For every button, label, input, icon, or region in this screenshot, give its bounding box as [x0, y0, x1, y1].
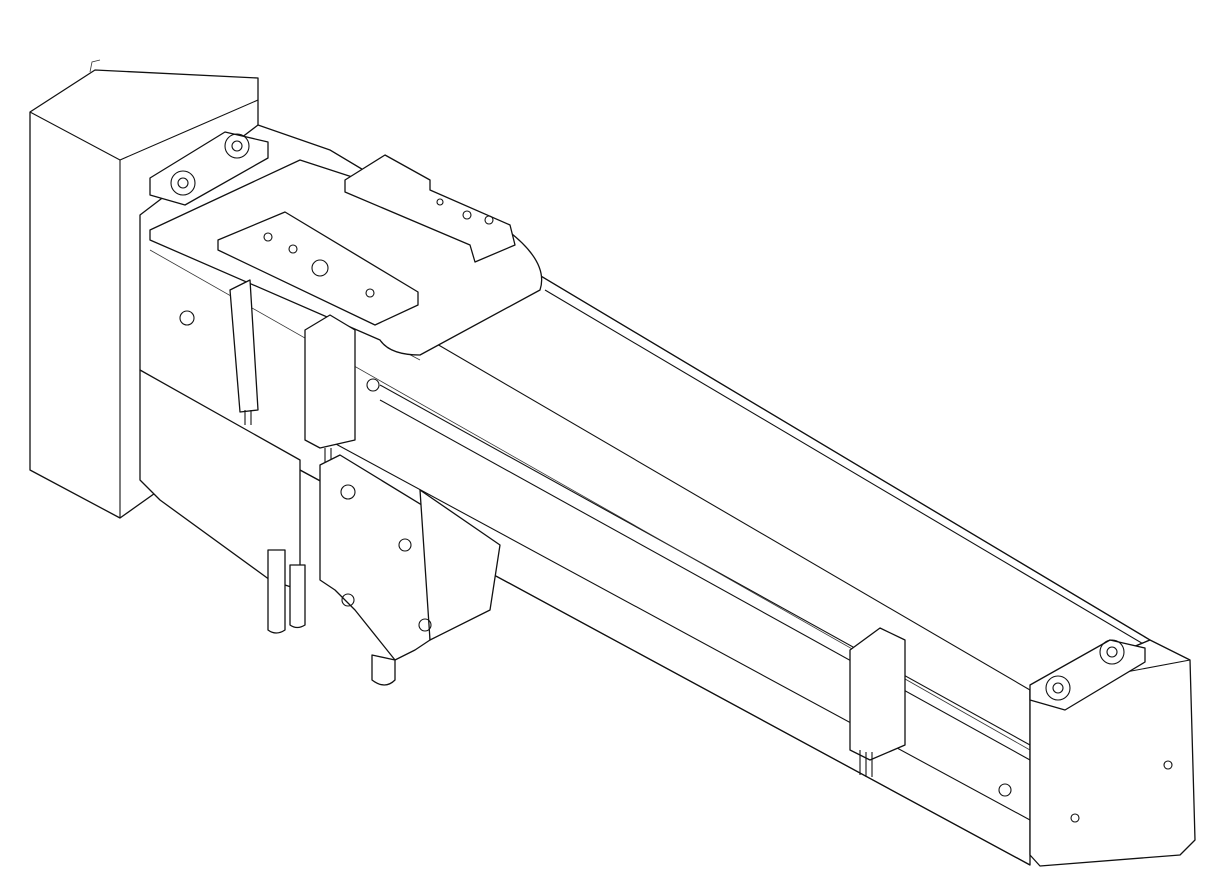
end-clamp: [1029, 639, 1146, 711]
lower-motor: [139, 369, 501, 686]
sensor-brackets: [179, 279, 906, 777]
carriage: [149, 154, 543, 356]
front-clamp: [149, 131, 269, 206]
